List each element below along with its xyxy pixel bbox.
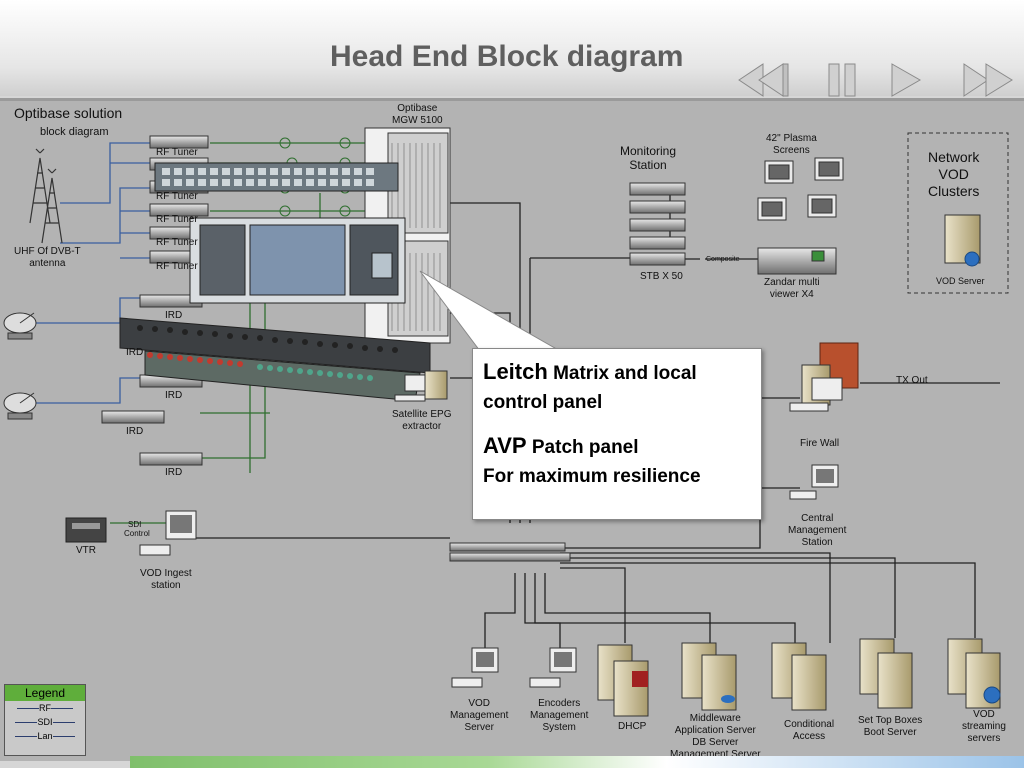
satellite-epg-label: Satellite EPG extractor	[392, 409, 452, 432]
callout-box: Leitch Matrix and local control panel AV…	[472, 348, 762, 520]
legend-item-sdi: SDI	[5, 715, 85, 729]
ird-label: IRD	[165, 310, 183, 321]
conditional-access-server-icon	[771, 642, 827, 711]
pause-button[interactable]	[825, 60, 860, 100]
rf-tuner-label: RF Tuner	[156, 214, 198, 225]
callout-line-1: Leitch Matrix and local	[483, 359, 697, 384]
stb-boot-server-icon	[859, 638, 913, 709]
stb-label: STB X 50	[640, 271, 683, 282]
vod-clusters-label: Network VOD Clusters	[928, 149, 980, 199]
leitch-matrix-panel	[154, 162, 399, 192]
stb-stack	[629, 182, 686, 266]
central-management-label: Central Management Station	[788, 513, 847, 548]
zandar-multiviewer	[757, 247, 837, 275]
lan-switch	[449, 542, 571, 562]
bottom-node-label: VOD Management Server	[450, 698, 509, 733]
satellite-epg-computer-icon	[394, 370, 448, 402]
rf-tuner-label: RF Tuner	[156, 237, 198, 248]
plasma-screens-label: 42" Plasma Screens	[766, 133, 817, 156]
dhcp-server-icon	[597, 644, 649, 717]
next-slide-button[interactable]	[888, 60, 924, 100]
ird-units	[101, 294, 203, 466]
firewall-label: Fire Wall	[800, 438, 840, 449]
footer-bar	[130, 756, 1024, 768]
ird-label: IRD	[165, 467, 183, 478]
middleware-server-icon	[681, 642, 737, 711]
tx-out-label: TX Out	[896, 375, 928, 386]
slide-title: Head End Block diagram	[330, 40, 684, 73]
satellite-dish-icon-2	[3, 392, 37, 420]
sdi-label: SDI	[128, 520, 142, 529]
satellite-dish-icon	[3, 312, 37, 340]
pause-icon	[828, 63, 856, 97]
rf-tuner-label: RF Tuner	[156, 191, 198, 202]
legend-item-rf: RF	[5, 701, 85, 715]
zandar-label: Zandar multi viewer X4	[764, 277, 820, 300]
vod-management-computer-icon	[451, 647, 499, 688]
ird-label: IRD	[165, 390, 183, 401]
monitoring-station-label: Monitoring Station	[620, 144, 677, 172]
bottom-node-label: DHCP	[618, 721, 647, 732]
ird-label: IRD	[126, 426, 144, 437]
antenna-icon	[29, 148, 63, 244]
legend-item-lan: Lan	[5, 729, 85, 743]
bottom-node-label: Set Top Boxes Boot Server	[858, 715, 923, 738]
ird-label: IRD	[126, 347, 144, 358]
legend-title: Legend	[5, 685, 85, 701]
composite-label: Composite	[706, 256, 740, 263]
diagram-svg	[3, 127, 1009, 717]
rf-tuner-label: RF Tuner	[156, 261, 198, 272]
slide-header: Head End Block diagram	[0, 0, 1024, 97]
legend: Legend RF SDI Lan	[4, 684, 86, 756]
vtr-label: VTR	[76, 545, 96, 556]
central-management-computer-icon	[789, 464, 839, 500]
play-icon	[891, 63, 922, 97]
bottom-node-label: Middleware Application Server DB Server …	[670, 713, 761, 760]
vtr-icon	[65, 517, 107, 543]
first-slide-button[interactable]	[735, 60, 790, 100]
last-slide-button[interactable]	[960, 60, 1016, 100]
vod-clusters-box	[907, 132, 1009, 294]
vod-server-icon	[944, 214, 981, 267]
bottom-node-label: Encoders Management System	[530, 698, 589, 733]
rewind-icon	[738, 63, 789, 97]
bottom-node-label: Conditional Access	[784, 719, 835, 742]
fast-forward-icon	[963, 63, 1013, 97]
avp-patch-panel	[119, 317, 431, 402]
vod-ingest-computer-icon	[139, 510, 197, 556]
vod-server-label: VOD Server	[936, 276, 985, 286]
callout-line-2: control panel	[483, 392, 603, 413]
solution-subtitle: block diagram	[40, 126, 109, 138]
firewall-icon	[789, 342, 859, 412]
antenna-label: UHF Of DVB-T antenna	[14, 246, 81, 269]
encoders-management-computer-icon	[529, 647, 577, 688]
control-label: Control	[124, 529, 150, 538]
bottom-node-label: VOD streaming servers	[962, 709, 1006, 744]
vod-ingest-label: VOD Ingest station	[140, 568, 192, 591]
callout-line-4: For maximum resilience	[483, 466, 701, 487]
callout-line-3: AVP Patch panel	[483, 433, 639, 458]
solution-title: Optibase solution	[14, 105, 123, 121]
rf-lines	[30, 142, 150, 414]
optibase-label: Optibase MGW 5100	[392, 103, 443, 126]
vod-streaming-server-icon	[947, 638, 1001, 709]
rf-tuner-label: RF Tuner	[156, 147, 198, 158]
leitch-chassis	[189, 217, 406, 304]
plasma-screen-icons	[757, 157, 844, 221]
